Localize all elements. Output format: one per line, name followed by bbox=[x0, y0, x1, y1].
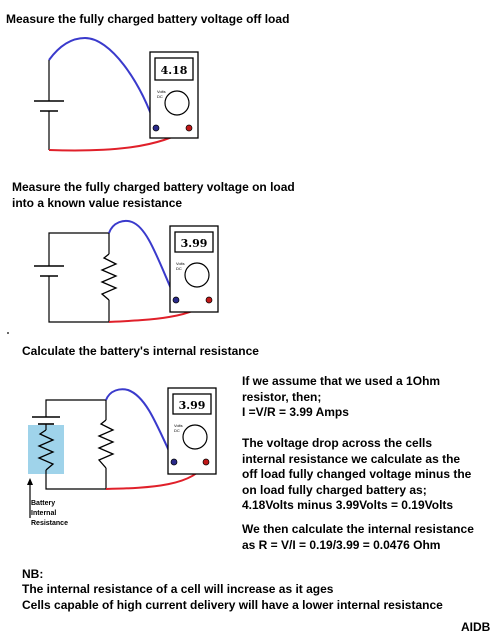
circuit-1: 4.18 Volts DC bbox=[34, 36, 199, 152]
heading-step3: Calculate the battery's internal resista… bbox=[22, 344, 259, 358]
load-resistor bbox=[97, 419, 115, 469]
meter-mode-dc: DC bbox=[174, 428, 180, 433]
nb-line2: Cells capable of high current delivery w… bbox=[22, 598, 443, 612]
positive-terminal bbox=[202, 458, 210, 466]
negative-terminal bbox=[170, 458, 178, 466]
load-resistor bbox=[100, 253, 118, 301]
nb-title: NB: bbox=[22, 567, 44, 581]
positive-terminal bbox=[185, 124, 193, 132]
negative-terminal bbox=[172, 296, 180, 304]
meter-dial bbox=[182, 424, 208, 450]
meter-reading: 3.99 bbox=[179, 399, 206, 412]
credit-label: AIDB bbox=[461, 620, 491, 634]
heading-step1: Measure the fully charged battery voltag… bbox=[6, 12, 290, 26]
negative-terminal bbox=[152, 124, 160, 132]
negative-probe-lead bbox=[108, 219, 177, 301]
label-line-battery: Battery bbox=[31, 500, 56, 507]
internal-resistor bbox=[37, 429, 55, 471]
meter-mode-volts: Volts bbox=[174, 423, 183, 428]
meter-reading: 3.99 bbox=[181, 237, 208, 250]
meter-mode-volts: Volts bbox=[176, 261, 185, 266]
explanation-para1: If we assume that we used a 1Ohm resisto… bbox=[242, 374, 441, 419]
multimeter-1: 4.18 Volts DC bbox=[149, 51, 199, 139]
meter-mode-volts: Volts bbox=[157, 89, 166, 94]
negative-probe-lead bbox=[105, 388, 175, 463]
heading-step2-line1: Measure the fully charged battery voltag… bbox=[12, 180, 295, 194]
label-line-internal: Internal bbox=[31, 510, 57, 517]
meter-dial bbox=[184, 262, 210, 288]
heading-step2-line2: into a known value resistance bbox=[12, 196, 183, 210]
circuit-3: 3.99 Volts DC bbox=[27, 387, 217, 518]
multimeter-3: 3.99 Volts DC bbox=[167, 387, 217, 475]
meter-mode-dc: DC bbox=[176, 266, 182, 271]
negative-probe-lead bbox=[48, 36, 157, 129]
meter-mode-dc: DC bbox=[157, 94, 163, 99]
meter-reading: 4.18 bbox=[161, 64, 188, 77]
positive-terminal bbox=[205, 296, 213, 304]
explanation-para3: We then calculate the internal resistanc… bbox=[242, 522, 474, 552]
internal-resistance-label: Battery Internal Resistance bbox=[31, 499, 68, 529]
meter-display bbox=[174, 231, 214, 253]
label-line-resistance: Resistance bbox=[31, 520, 68, 527]
multimeter-2: 3.99 Volts DC bbox=[169, 225, 219, 313]
circuit-2: 3.99 Volts DC bbox=[34, 219, 219, 323]
stray-dot bbox=[7, 332, 9, 334]
meter-display bbox=[154, 57, 194, 81]
nb-line1: The internal resistance of a cell will i… bbox=[22, 582, 334, 596]
meter-dial bbox=[164, 90, 190, 116]
explanation-para2: The voltage drop across the cells intern… bbox=[242, 436, 472, 512]
meter-display bbox=[172, 393, 212, 415]
